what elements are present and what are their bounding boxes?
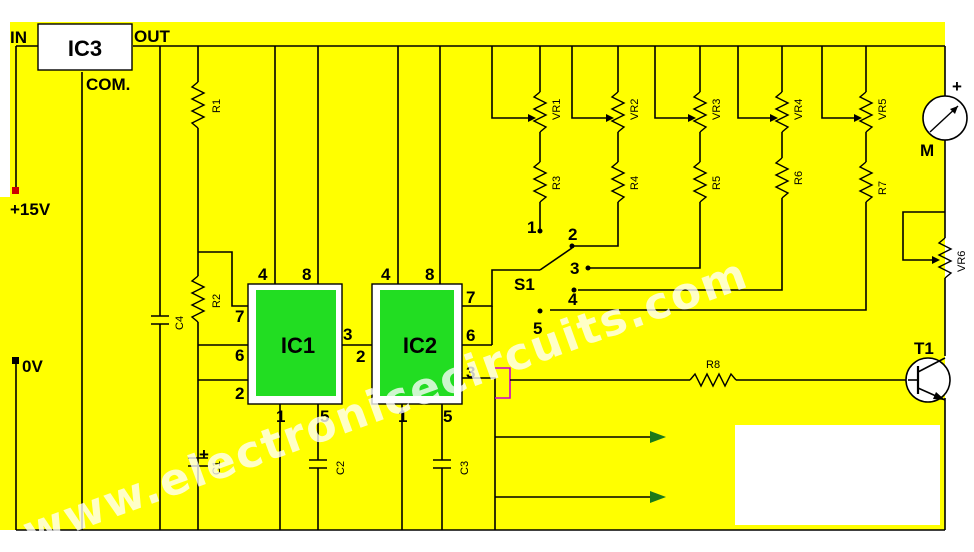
pot-vr1: VR1 R3 [491, 46, 563, 230]
r3-label: R3 [551, 176, 563, 190]
ic1-pin2: 2 [235, 384, 244, 403]
c4-label: C4 [174, 316, 186, 330]
ic2-to-s1 [462, 269, 540, 307]
vr1-label: VR1 [551, 99, 563, 120]
positive-terminal [12, 187, 19, 194]
transistor-t1: T1 [905, 339, 951, 403]
r7-label: R7 [877, 181, 889, 195]
pot-vr3: VR3 R5 [590, 46, 723, 269]
t1-label: T1 [914, 339, 934, 358]
supply-positive-label: +15V [10, 200, 51, 219]
ic2-pin3: 3 [466, 363, 475, 382]
ic1-pin7: 7 [235, 307, 244, 326]
rotary-switch-s1: S1 1 2 3 4 5 [514, 218, 591, 338]
ic1-chip: IC1 4 8 7 6 2 1 5 3 C2 [235, 46, 352, 530]
vr3-label: VR3 [711, 99, 723, 120]
output-arrow-1 [650, 431, 666, 443]
ic2-chip: IC2 4 8 7 6 3 1 5 C3 [371, 46, 475, 530]
c1-label: C1 [211, 461, 223, 475]
c1-plus: + [199, 445, 209, 464]
vr6-label: VR6 [956, 251, 968, 272]
meter-m: + M [920, 46, 968, 238]
c2-label: C2 [335, 461, 347, 475]
ic3-regulator: IC3 IN OUT COM. [10, 23, 171, 94]
resistor-r2: R2 [190, 275, 223, 530]
meter-label: M [920, 141, 934, 160]
ic2-pin5: 5 [443, 407, 452, 426]
ic3-out-label: OUT [134, 27, 171, 46]
pot-vr4: VR4 R6 [578, 46, 805, 291]
pot-vr6: VR6 [902, 211, 968, 356]
r1-r2-to-pin7 [198, 251, 255, 307]
s1-pos3: 3 [570, 259, 579, 278]
vr4-label: VR4 [793, 99, 805, 120]
vr2-label: VR2 [629, 99, 641, 120]
r2-label: R2 [211, 294, 223, 308]
zero-terminal [12, 357, 19, 364]
capacitor-c1: C1 + [188, 445, 223, 475]
rail-top [15, 45, 945, 188]
ic1-label: IC1 [281, 333, 315, 358]
ic2-pin8: 8 [425, 265, 434, 284]
output-arrow-2 [650, 491, 666, 503]
ic1-pin4: 4 [258, 265, 268, 284]
ic2-pin4: 4 [381, 265, 391, 284]
s1-label: S1 [514, 275, 535, 294]
ic2-pin7: 7 [466, 288, 475, 307]
ic1-pin8: 8 [302, 265, 311, 284]
rail-bottom [15, 362, 946, 531]
vr5-label: VR5 [877, 99, 889, 120]
resistor-r1: R1 [190, 46, 223, 252]
resistor-r8: R8 [689, 359, 908, 388]
white-panel-bottom-right [735, 425, 940, 525]
r8-label: R8 [706, 359, 720, 371]
c3-label: C3 [459, 461, 471, 475]
ic1-pin3: 3 [343, 325, 352, 344]
s1-pos2: 2 [568, 225, 577, 244]
s1-pos1: 1 [527, 218, 536, 237]
ic2-output [462, 377, 496, 530]
r5-label: R5 [711, 176, 723, 190]
pot-vr5: VR5 R7 [550, 46, 889, 311]
ic3-com-label: COM. [86, 75, 130, 94]
ic3-label: IC3 [68, 36, 102, 61]
ic1-pin5: 5 [320, 407, 329, 426]
ic1-pin6: 6 [235, 346, 244, 365]
ic2-label: IC2 [403, 333, 437, 358]
supply-zero-label: 0V [22, 357, 43, 376]
meter-plus: + [952, 77, 962, 96]
output-jumper [495, 367, 511, 399]
ic2-pin2: 2 [356, 347, 365, 366]
white-strip-left [0, 22, 10, 197]
s1-pos4: 4 [568, 290, 578, 309]
ic2-pin6: 6 [466, 326, 475, 345]
r6-label: R6 [793, 171, 805, 185]
r4-label: R4 [629, 176, 641, 190]
capacitor-c4: C4 [151, 46, 186, 530]
pot-vr2: VR2 R4 [571, 46, 641, 247]
s1-pos5: 5 [533, 319, 542, 338]
ic3-in-label: IN [10, 28, 27, 47]
r1-label: R1 [211, 99, 223, 113]
